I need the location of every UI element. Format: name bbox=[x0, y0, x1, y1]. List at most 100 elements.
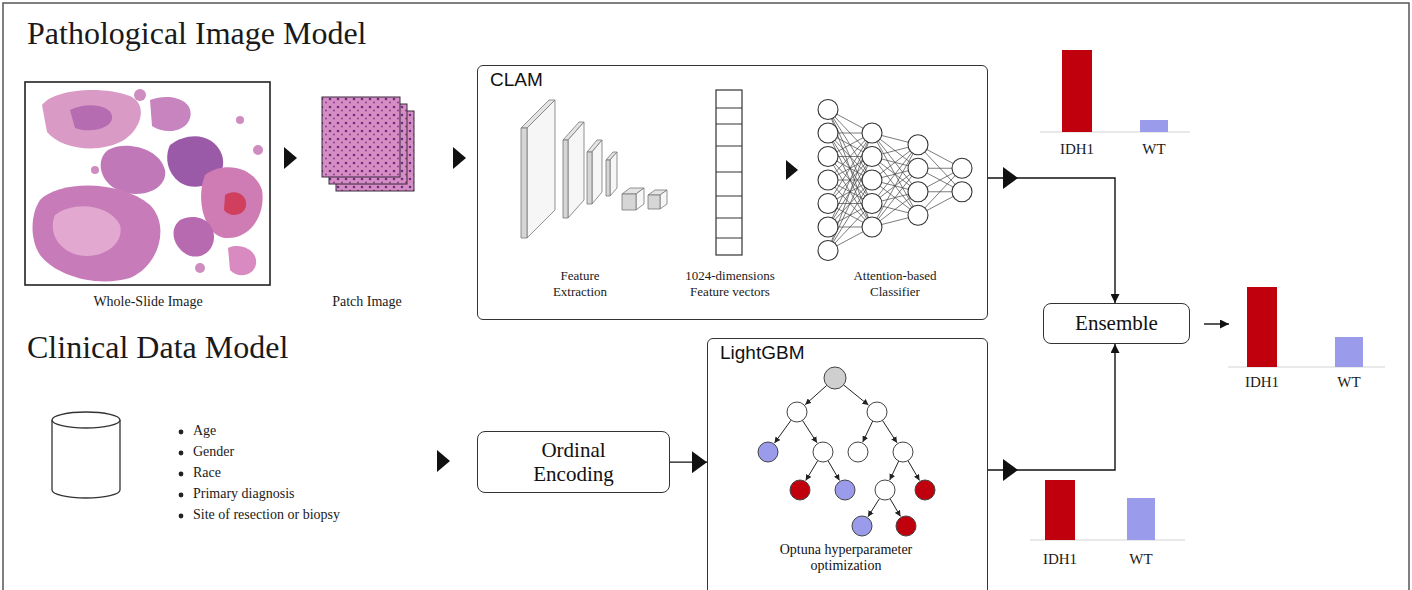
image-caption: Whole-Slide Image bbox=[78, 294, 218, 311]
tree-branch bbox=[844, 385, 869, 405]
process-box: Ensemble bbox=[1043, 303, 1190, 344]
list-bullet bbox=[179, 472, 184, 477]
step-caption: Attention-based Classifier bbox=[835, 268, 955, 299]
model-panel: CLAM bbox=[477, 65, 988, 320]
neuron bbox=[862, 194, 882, 214]
conv-layer-face bbox=[521, 128, 527, 238]
tree-branch bbox=[802, 420, 817, 442]
cnn-illustration bbox=[521, 100, 667, 238]
synapse-line bbox=[828, 180, 872, 251]
list-item: Age bbox=[193, 423, 423, 440]
bar-chart bbox=[1228, 287, 1385, 367]
neuron bbox=[818, 123, 838, 143]
connector bbox=[670, 461, 707, 462]
section-title: Clinical Data Model bbox=[27, 328, 457, 366]
model-panel: LightGBM Optuna hyperparameter optimizati… bbox=[707, 338, 988, 590]
tree-node bbox=[813, 442, 833, 462]
tissue-fragment bbox=[253, 145, 263, 155]
connector bbox=[988, 178, 1115, 303]
conv-layer-face bbox=[648, 195, 660, 209]
synapse-line bbox=[828, 110, 872, 181]
node-title: LightGBM bbox=[720, 342, 804, 364]
bar-label: WT bbox=[1116, 550, 1166, 568]
list-bullet bbox=[179, 493, 184, 498]
conv-layer-face bbox=[636, 188, 644, 210]
vector-cell-line bbox=[716, 146, 742, 147]
list-bullet bbox=[179, 430, 184, 435]
tissue-fragment bbox=[134, 89, 146, 101]
tree-branch bbox=[828, 461, 839, 481]
slide-frame bbox=[25, 82, 270, 285]
tree-branch bbox=[805, 385, 827, 404]
tree-branch bbox=[882, 420, 897, 442]
tree-branch bbox=[774, 420, 791, 443]
tree-node bbox=[867, 402, 887, 422]
bar-label: IDH1 bbox=[1237, 373, 1287, 391]
neuron bbox=[952, 182, 972, 202]
wt-bar bbox=[1335, 337, 1363, 367]
idh1-bar bbox=[1062, 50, 1092, 132]
list-item: Primary diagnosis bbox=[193, 486, 423, 503]
flow-triangle bbox=[453, 147, 466, 169]
synapse-line bbox=[828, 133, 872, 204]
vector-cell-line bbox=[716, 196, 742, 197]
conv-layer-face bbox=[563, 140, 568, 218]
tree-node bbox=[787, 402, 807, 422]
node-title: Ordinal Encoding bbox=[519, 438, 629, 486]
vector-cell-line bbox=[716, 238, 742, 239]
flow-triangle bbox=[786, 160, 798, 180]
connector bbox=[988, 344, 1115, 470]
neuron bbox=[818, 170, 838, 190]
conv-layer-face bbox=[606, 160, 610, 196]
bar-label: IDH1 bbox=[1035, 550, 1085, 568]
tissue-piece bbox=[101, 146, 166, 194]
tissue-piece bbox=[174, 217, 215, 257]
bar-chart bbox=[1030, 480, 1185, 540]
conv-layer-face bbox=[592, 140, 602, 204]
conv-layer-face bbox=[527, 100, 555, 238]
conv-layer-face bbox=[660, 190, 667, 209]
vector-outline bbox=[716, 90, 742, 255]
patch-image bbox=[322, 97, 414, 191]
vector-cell-line bbox=[716, 218, 742, 219]
conv-layer-face bbox=[622, 194, 636, 210]
neuron bbox=[908, 182, 928, 202]
output-arrow bbox=[1204, 323, 1229, 324]
tree-branch bbox=[863, 421, 873, 442]
neuron bbox=[818, 147, 838, 167]
bar-label: WT bbox=[1324, 373, 1374, 391]
vector-cell-line bbox=[716, 172, 742, 173]
node-note: Optuna hyperparameter optimization bbox=[746, 542, 946, 574]
idh1-bar bbox=[1247, 287, 1277, 367]
cylinder-body bbox=[52, 420, 120, 498]
neuron bbox=[862, 123, 882, 143]
neuron bbox=[818, 217, 838, 237]
tissue-fragment bbox=[195, 263, 205, 273]
neuron bbox=[862, 147, 882, 167]
process-box: Ordinal Encoding bbox=[477, 431, 670, 493]
tissue-piece bbox=[224, 192, 246, 215]
list-bullet bbox=[179, 514, 184, 519]
neuron bbox=[952, 158, 972, 178]
tree-node bbox=[896, 516, 916, 536]
neuron bbox=[908, 135, 928, 155]
conv-layer-face bbox=[587, 152, 592, 204]
neuron bbox=[862, 217, 882, 237]
list-item: Gender bbox=[193, 444, 423, 461]
tree-branch bbox=[868, 498, 880, 516]
tree-node bbox=[848, 442, 868, 462]
node-title: Ensemble bbox=[1075, 311, 1158, 335]
tissue-fragment bbox=[236, 116, 244, 124]
idh1-bar bbox=[1045, 480, 1075, 540]
tree-node bbox=[790, 480, 810, 500]
vector-cell-line bbox=[716, 108, 742, 109]
conv-layer-face bbox=[568, 122, 584, 218]
vector-cell-line bbox=[716, 124, 742, 125]
database-icon bbox=[52, 412, 120, 498]
neuron bbox=[818, 194, 838, 214]
tissue-fragment bbox=[91, 166, 99, 174]
